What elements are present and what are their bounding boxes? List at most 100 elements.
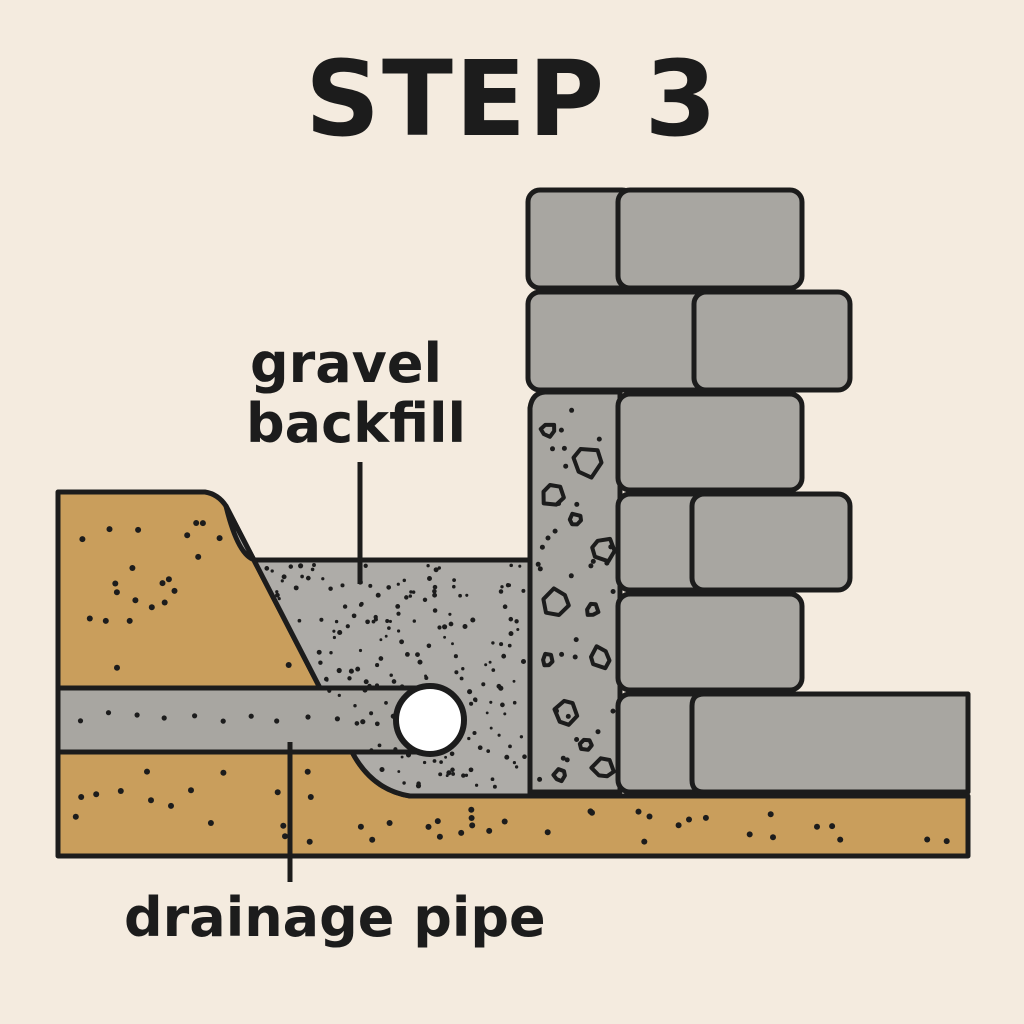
- pebble: [589, 756, 616, 779]
- speckle: [389, 673, 393, 677]
- speckle: [468, 767, 474, 773]
- speckle: [519, 735, 524, 739]
- speckle: [595, 729, 601, 735]
- speckle: [770, 834, 776, 841]
- speckle: [192, 713, 198, 719]
- speckle: [767, 811, 774, 818]
- speckle: [814, 823, 820, 830]
- speckle: [159, 580, 166, 587]
- speckle: [264, 566, 270, 571]
- speckle: [417, 659, 423, 665]
- speckle: [467, 689, 473, 695]
- retaining-wall: [525, 187, 971, 795]
- pipe-speckles: [77, 710, 396, 725]
- speckle: [504, 754, 510, 760]
- speckle: [332, 629, 336, 633]
- speckle: [501, 818, 508, 825]
- speckle: [516, 627, 520, 632]
- speckle: [319, 617, 324, 622]
- coarse-gravel-column: [527, 389, 623, 795]
- drainage-pipe: [55, 685, 433, 755]
- speckle: [129, 565, 136, 571]
- speckle: [409, 590, 413, 594]
- speckle: [415, 652, 420, 658]
- speckle: [509, 563, 513, 568]
- speckle: [248, 713, 254, 719]
- speckle: [328, 586, 333, 591]
- speckle: [405, 652, 410, 657]
- speckle: [561, 445, 567, 451]
- speckle: [573, 637, 579, 643]
- speckle: [432, 589, 437, 594]
- speckle: [405, 752, 412, 758]
- speckle: [451, 642, 454, 646]
- speckle: [337, 629, 343, 636]
- speckle: [470, 617, 476, 623]
- speckle: [193, 520, 200, 526]
- speckle: [358, 648, 363, 653]
- speckle: [426, 643, 432, 649]
- speckle: [452, 578, 456, 582]
- speckle: [522, 754, 527, 760]
- speckle: [572, 654, 578, 660]
- speckle: [489, 700, 493, 704]
- speckle: [503, 712, 507, 716]
- wall-block: [615, 391, 805, 493]
- speckle: [358, 602, 363, 607]
- speckle: [646, 813, 653, 820]
- speckle: [399, 639, 405, 645]
- speckle: [702, 814, 709, 821]
- speckle: [379, 638, 383, 642]
- speckle: [387, 626, 391, 630]
- pebble: [541, 483, 566, 507]
- speckle: [281, 574, 287, 580]
- speckle: [112, 580, 119, 587]
- speckle: [560, 755, 566, 761]
- speckle: [304, 768, 311, 775]
- speckle: [437, 566, 441, 570]
- speckle: [468, 815, 475, 821]
- speckle: [135, 526, 142, 533]
- speckle: [604, 560, 610, 566]
- speckle: [574, 501, 580, 507]
- speckle: [408, 594, 413, 598]
- speckle: [837, 836, 844, 843]
- speckle: [285, 662, 292, 668]
- speckle: [132, 597, 139, 604]
- speckle: [448, 612, 452, 616]
- speckle: [518, 564, 522, 568]
- speckle: [453, 654, 458, 659]
- speckle: [171, 587, 178, 594]
- speckle: [464, 773, 469, 777]
- speckle: [574, 737, 580, 742]
- speckle: [329, 651, 333, 655]
- speckle: [491, 668, 496, 672]
- pebble: [541, 586, 571, 617]
- speckle: [144, 768, 150, 775]
- gravel-backfill-label-line2: backfill: [246, 392, 467, 456]
- speckle: [293, 585, 299, 591]
- pebble: [571, 447, 604, 480]
- speckle: [537, 776, 543, 782]
- speckle: [472, 730, 477, 736]
- speckle: [337, 693, 341, 698]
- speckle: [508, 631, 514, 637]
- pebble: [538, 422, 557, 439]
- speckle: [496, 683, 502, 689]
- wall-block: [689, 491, 853, 593]
- speckle: [437, 625, 442, 630]
- soil-speckles: [72, 520, 950, 845]
- speckle: [507, 643, 512, 648]
- speckle: [384, 701, 388, 705]
- speckle: [746, 831, 753, 838]
- speckle: [362, 687, 368, 693]
- speckle: [369, 711, 374, 716]
- gravel-backfill-label-line1: gravel: [249, 332, 442, 395]
- speckle: [438, 772, 443, 777]
- speckle: [474, 783, 479, 787]
- speckle: [558, 427, 564, 433]
- speckle: [589, 809, 595, 816]
- speckle: [514, 765, 519, 769]
- speckle: [353, 703, 357, 708]
